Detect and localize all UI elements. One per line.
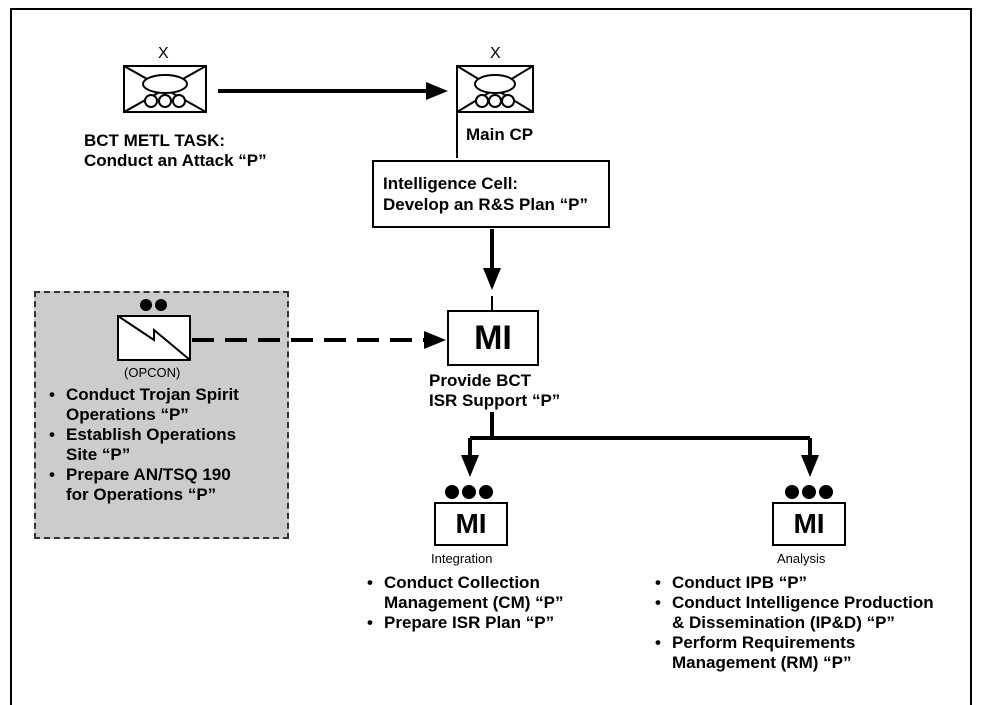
analysis-task-item: Conduct Intelligence Production& Dissemi… <box>652 593 934 633</box>
analysis-task-list: Conduct IPB “P” Conduct Intelligence Pro… <box>652 573 934 673</box>
maincp-unit-symbol <box>456 65 534 158</box>
mi-integration-box: MI <box>434 502 508 546</box>
analysis-section-label: Analysis <box>777 551 826 566</box>
bct-metl-caption-line2: Conduct an Attack “P” <box>84 151 267 170</box>
bct-unit-symbol <box>123 65 207 113</box>
intel-cell-box: Intelligence Cell: Develop an R&S Plan “… <box>372 160 610 228</box>
diagram-frame <box>10 8 972 705</box>
integration-echelon-dots <box>445 485 493 499</box>
bct-echelon-mark: X <box>158 45 169 62</box>
analysis-task-item: Conduct IPB “P” <box>652 573 934 593</box>
mi-main-caption-line2: ISR Support “P” <box>429 391 561 410</box>
maincp-label: Main CP <box>466 125 534 144</box>
trojan-unit-symbol <box>117 299 191 361</box>
bct-metl-caption-line1: BCT METL TASK: <box>84 131 226 150</box>
arrow-bct-to-maincp <box>218 82 448 100</box>
mi-analysis-box: MI <box>772 502 846 546</box>
arrow-trojan-to-mi <box>192 331 446 349</box>
integration-task-item: Prepare ISR Plan “P” <box>364 613 563 633</box>
integration-section-label: Integration <box>431 551 493 566</box>
intel-cell-line2: Develop an R&S Plan “P” <box>383 195 588 214</box>
intel-cell-line1: Intelligence Cell: <box>383 174 519 193</box>
opcon-tag: (OPCON) <box>124 365 181 380</box>
analysis-echelon-dots <box>785 485 833 499</box>
arrow-mi-branch <box>461 412 819 477</box>
arrow-intel-to-mi <box>483 229 501 310</box>
mi-main-caption-line1: Provide BCT <box>429 371 532 390</box>
mi-main-box: MI <box>447 310 539 366</box>
maincp-echelon-mark: X <box>490 45 501 62</box>
